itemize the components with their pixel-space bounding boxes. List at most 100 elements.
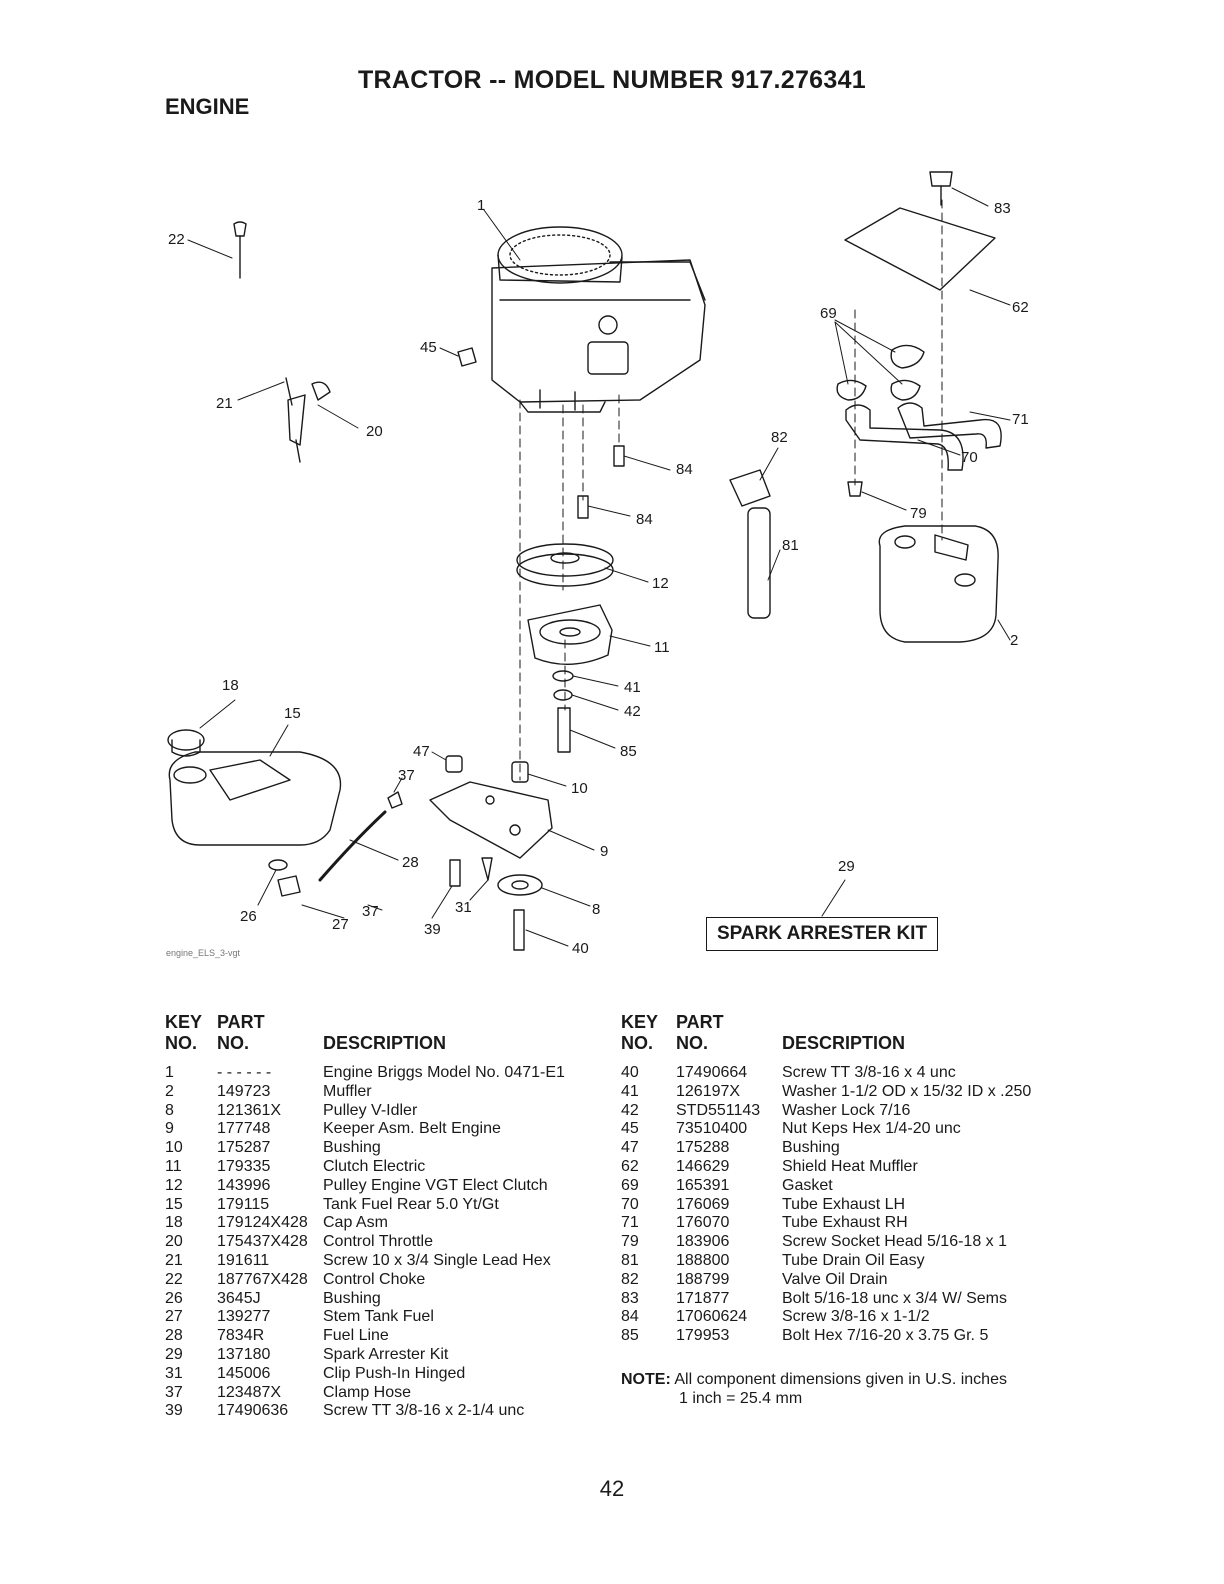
callout-28: 28 (402, 854, 419, 871)
cell-key-no: 84 (621, 1308, 639, 1326)
callout-42: 42 (624, 703, 641, 720)
cell-description: Bushing (323, 1139, 381, 1157)
note-label: NOTE: (621, 1371, 671, 1388)
cell-part-no: 17060624 (676, 1308, 748, 1326)
cell-description: Bolt 5/16-18 unc x 3/4 W/ Sems (782, 1289, 1007, 1307)
callout-47: 47 (413, 743, 430, 760)
callout-41: 41 (624, 679, 641, 696)
callout-31: 31 (455, 899, 472, 916)
cell-description: Control Throttle (323, 1233, 433, 1251)
cell-description: Pulley Engine VGT Elect Clutch (323, 1176, 548, 1194)
exploded-parts-diagram: 22 1 83 62 69 45 21 20 71 70 82 84 84 79… (166, 171, 1029, 958)
table-row: 18 179124X428 Cap Asm (165, 1214, 565, 1233)
callout-29: 29 (838, 858, 855, 875)
image-tag: engine_ELS_3-vgt (166, 948, 241, 958)
cell-key-no: 39 (165, 1402, 183, 1420)
col-header-key-top: KEY (165, 1012, 203, 1032)
cell-part-no: 191611 (217, 1251, 270, 1269)
col-header-part-bottom: NO. (676, 1033, 709, 1053)
cell-key-no: 79 (621, 1233, 639, 1251)
cell-description: Tube Drain Oil Easy (782, 1251, 925, 1269)
cell-part-no: 175437X428 (217, 1233, 308, 1251)
cell-description: Pulley V-Idler (323, 1101, 418, 1119)
cell-part-no: 126197X (676, 1082, 741, 1100)
cell-part-no: - - - - - - (217, 1064, 272, 1081)
cell-description: Clutch Electric (323, 1157, 426, 1175)
cell-description: Clamp Hose (323, 1383, 412, 1401)
table-row: 1- - - - - -Engine Briggs Model No. 0471… (165, 1064, 565, 1083)
cell-key-no: 85 (621, 1327, 639, 1345)
callout-9: 9 (600, 843, 608, 860)
table-row: 84 17060624 Screw 3/8-16 x 1-1/2 (621, 1308, 1031, 1327)
col-header-key-bottom: NO. (621, 1033, 654, 1053)
col-header-part-bottom: NO. (217, 1033, 250, 1053)
table-row: 8 121361X Pulley V-Idler (165, 1102, 565, 1121)
cell-description: Control Choke (323, 1270, 426, 1288)
section-title: ENGINE (165, 94, 250, 119)
callout-62: 62 (1012, 299, 1029, 316)
cell-description: Screw Socket Head 5/16-18 x 1 (782, 1233, 1008, 1251)
cell-part-no: 183906 (676, 1233, 730, 1251)
callout-20: 20 (366, 423, 383, 440)
cell-part-no: 7834R (217, 1327, 265, 1345)
note: NOTE: All component dimensions given in … (621, 1370, 1007, 1408)
col-header-part-top: PART (676, 1012, 724, 1032)
cell-key-no: 9 (165, 1120, 174, 1138)
cell-part-no: 137180 (217, 1345, 271, 1363)
cell-part-no: 176069 (676, 1195, 730, 1213)
cell-key-no: 15 (165, 1195, 183, 1213)
callout-26: 26 (240, 908, 257, 925)
col-header-description: DESCRIPTION (323, 1033, 447, 1053)
cell-key-no: 10 (165, 1139, 183, 1157)
callout-10: 10 (571, 780, 588, 797)
callout-45: 45 (420, 339, 437, 356)
cell-part-no: 179124X428 (217, 1214, 308, 1232)
cell-key-no: 83 (621, 1289, 639, 1307)
cell-part-no: 73510400 (676, 1120, 748, 1138)
cell-key-no: 22 (165, 1270, 183, 1288)
callout-85: 85 (620, 743, 637, 760)
cell-key-no: 21 (165, 1251, 183, 1269)
page-title: TRACTOR -- MODEL NUMBER 917.276341 (357, 66, 866, 94)
callout-22: 22 (168, 231, 185, 248)
cell-part-no: 3645J (217, 1289, 261, 1307)
callout-37: 37 (362, 903, 379, 920)
cell-key-no: 18 (165, 1214, 183, 1232)
col-header-key-top: KEY (621, 1012, 659, 1032)
cell-part-no: 187767X428 (217, 1270, 308, 1288)
cell-description: Engine Briggs Model No. 0471-E1 (323, 1064, 565, 1081)
cell-description: Bushing (782, 1139, 840, 1157)
cell-description: Screw TT 3/8-16 x 2-1/4 unc (323, 1402, 525, 1420)
cell-part-no: 121361X (217, 1101, 282, 1119)
cell-key-no: 40 (621, 1064, 639, 1081)
cell-description: Screw 3/8-16 x 1-1/2 (782, 1308, 930, 1326)
cell-key-no: 82 (621, 1270, 639, 1288)
cell-part-no: 179335 (217, 1157, 271, 1175)
cell-description: Clip Push-In Hinged (323, 1364, 466, 1382)
cell-part-no: 143996 (217, 1176, 271, 1194)
cell-part-no: 188799 (676, 1270, 730, 1288)
cell-key-no: 8 (165, 1101, 174, 1119)
cell-description: Muffler (323, 1082, 372, 1100)
callout-79: 79 (910, 505, 927, 522)
cell-description: Cap Asm (323, 1214, 388, 1232)
col-header-description: DESCRIPTION (782, 1033, 906, 1053)
cell-key-no: 41 (621, 1082, 639, 1100)
